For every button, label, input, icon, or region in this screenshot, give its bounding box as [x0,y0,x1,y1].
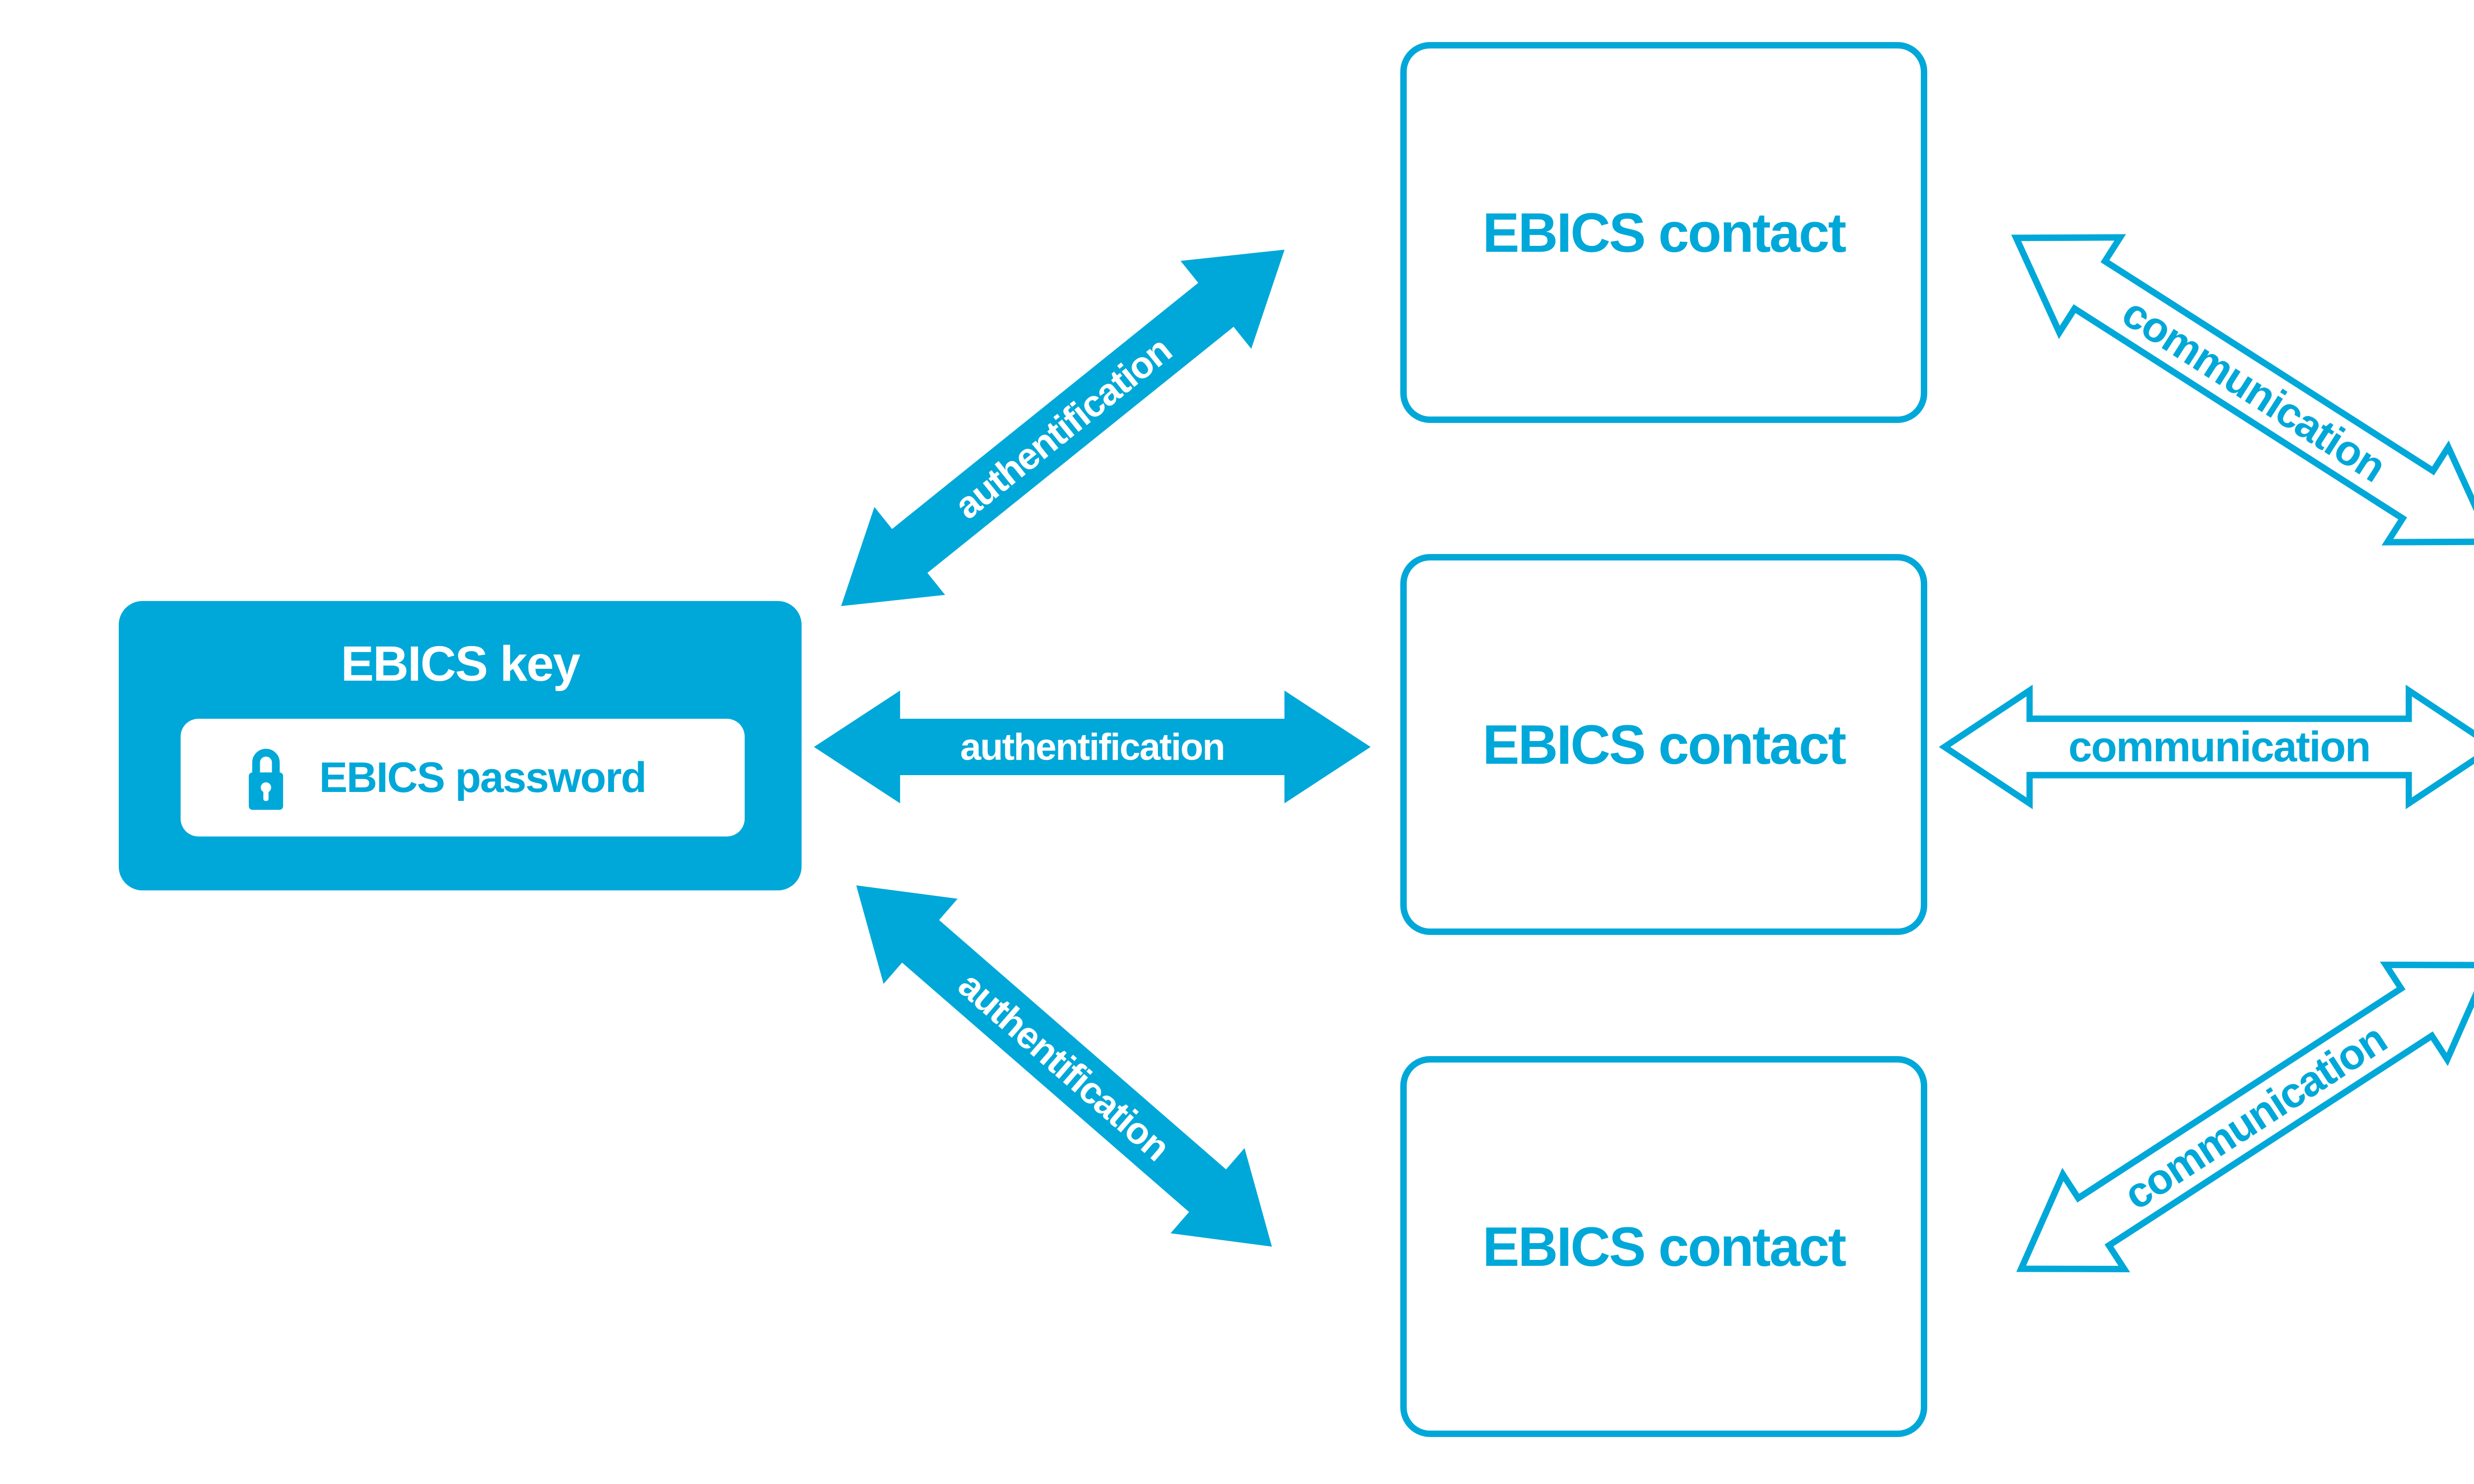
ebics-contact-box-top: EBICS contact [1400,42,1927,423]
ebics-contact-label: EBICS contact [1482,1215,1847,1278]
ebics-contact-label: EBICS contact [1482,201,1847,264]
ebics-password-box: EBICS password [181,719,745,836]
authentification-arrow-bottom: authentification [817,840,1311,1291]
ebics-key-title: EBICS key [340,636,580,692]
ebics-contact-label: EBICS contact [1482,713,1847,776]
ebics-contact-box-bottom: EBICS contact [1400,1056,1927,1437]
authentification-label: authentification [960,726,1226,768]
communication-arrow-top: communication [1984,188,2474,592]
communication-arrow-bottom: communication [1989,915,2474,1318]
communication-arrow-middle: communication [1939,685,2474,809]
authentification-arrow-middle: authentification [814,688,1371,806]
communication-label: communication [2068,723,2371,771]
lock-icon [240,743,292,812]
authentification-arrow-top: authentification [804,203,1322,652]
ebics-password-label: EBICS password [319,753,647,801]
ebics-contact-box-middle: EBICS contact [1400,554,1927,935]
ebics-key-box: EBICS key EBICS password [119,601,802,890]
